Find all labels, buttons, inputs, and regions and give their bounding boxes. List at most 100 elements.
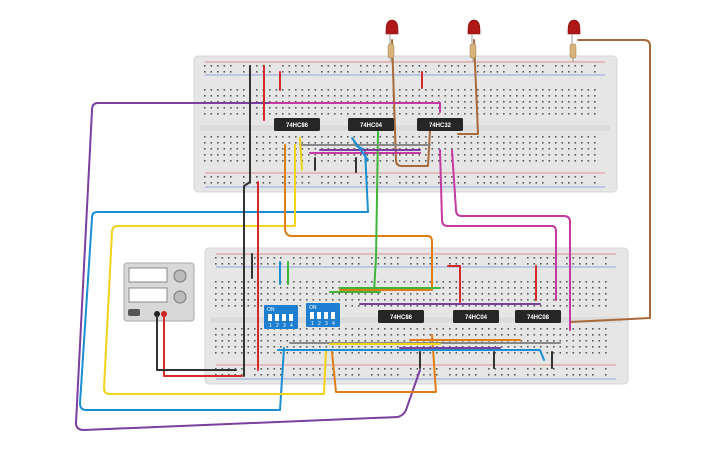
breadboard-hole[interactable] [444,65,447,67]
breadboard-hole[interactable] [542,136,544,138]
breadboard-hole[interactable] [468,368,471,370]
breadboard-hole[interactable] [221,281,224,283]
chip-bottom-middle[interactable]: 74HC04 [453,310,499,323]
breadboard-hole[interactable] [256,154,258,156]
breadboard-hole[interactable] [468,287,471,289]
breadboard-hole[interactable] [319,293,321,295]
breadboard-hole[interactable] [444,176,447,178]
breadboard-hole[interactable] [416,368,419,370]
breadboard-hole[interactable] [334,101,336,103]
breadboard-hole[interactable] [210,136,213,138]
breadboard-hole[interactable] [503,142,505,144]
led-2[interactable] [467,19,481,62]
breadboard-hole[interactable] [256,182,258,184]
breadboard-hole[interactable] [483,176,486,178]
breadboard-hole[interactable] [483,160,486,162]
breadboard-hole[interactable] [488,305,490,307]
breadboard-hole[interactable] [379,176,382,178]
breadboard-hole[interactable] [561,154,564,156]
breadboard-hole[interactable] [399,154,401,156]
breadboard-hole[interactable] [496,95,499,97]
breadboard-hole[interactable] [221,263,224,265]
breadboard-hole[interactable] [379,101,382,103]
breadboard-hole[interactable] [503,148,505,150]
breadboard-hole[interactable] [572,263,575,265]
breadboard-hole[interactable] [477,95,479,97]
breadboard-hole[interactable] [501,299,503,301]
breadboard-hole[interactable] [306,293,308,295]
wire-magenta-2[interactable] [451,149,571,331]
breadboard-hole[interactable] [503,89,505,91]
breadboard-hole[interactable] [540,368,542,370]
breadboard-hole[interactable] [312,334,315,336]
breadboard-hole[interactable] [572,305,575,307]
breadboard-hole[interactable] [598,293,601,295]
breadboard-hole[interactable] [442,334,445,336]
breadboard-hole[interactable] [503,95,505,97]
breadboard-hole[interactable] [592,334,594,336]
breadboard-hole[interactable] [514,328,516,330]
breadboard-hole[interactable] [286,287,289,289]
breadboard-hole[interactable] [425,113,427,115]
breadboard-hole[interactable] [559,340,562,342]
breadboard-hole[interactable] [308,89,310,91]
breadboard-hole[interactable] [384,334,386,336]
breadboard-hole[interactable] [247,352,250,354]
breadboard-hole[interactable] [481,334,484,336]
breadboard-hole[interactable] [553,340,555,342]
breadboard-hole[interactable] [334,113,336,115]
breadboard-hole[interactable] [228,368,230,370]
breadboard-hole[interactable] [546,346,549,348]
breadboard-hole[interactable] [295,142,297,144]
breadboard-hole[interactable] [379,107,382,109]
breadboard-hole[interactable] [312,374,315,376]
breadboard-hole[interactable] [436,374,438,376]
breadboard-hole[interactable] [416,328,419,330]
breadboard-hole[interactable] [457,176,460,178]
breadboard-hole[interactable] [260,287,263,289]
breadboard-hole[interactable] [542,107,544,109]
breadboard-hole[interactable] [455,257,458,259]
breadboard-hole[interactable] [241,374,243,376]
breadboard-hole[interactable] [464,89,466,91]
breadboard-hole[interactable] [325,346,328,348]
breadboard-hole[interactable] [301,89,304,91]
breadboard-hole[interactable] [410,334,412,336]
breadboard-hole[interactable] [410,328,412,330]
breadboard-hole[interactable] [269,136,271,138]
breadboard-hole[interactable] [418,136,421,138]
breadboard-hole[interactable] [390,328,393,330]
breadboard-hole[interactable] [243,136,245,138]
breadboard-hole[interactable] [332,374,334,376]
breadboard-hole[interactable] [574,107,577,109]
breadboard-hole[interactable] [215,352,217,354]
breadboard-hole[interactable] [327,136,330,138]
wire-purple-long[interactable] [75,102,421,431]
breadboard-hole[interactable] [364,299,367,301]
breadboard-hole[interactable] [540,293,542,295]
breadboard-hole[interactable] [442,287,445,289]
breadboard-hole[interactable] [204,148,206,150]
breadboard-hole[interactable] [373,101,375,103]
breadboard-hole[interactable] [535,148,538,150]
breadboard-hole[interactable] [542,154,544,156]
breadboard-hole[interactable] [308,154,310,156]
breadboard-hole[interactable] [418,107,421,109]
breadboard-hole[interactable] [386,101,388,103]
breadboard-hole[interactable] [598,352,601,354]
breadboard-hole[interactable] [546,263,549,265]
breadboard-hole[interactable] [464,182,466,184]
breadboard-hole[interactable] [455,281,458,283]
breadboard-hole[interactable] [223,107,226,109]
breadboard-hole[interactable] [223,160,226,162]
breadboard-hole[interactable] [574,148,577,150]
breadboard-hole[interactable] [210,160,213,162]
breadboard-hole[interactable] [217,89,219,91]
breadboard-hole[interactable] [444,101,447,103]
breadboard-hole[interactable] [217,142,219,144]
breadboard-hole[interactable] [340,182,343,184]
breadboard-hole[interactable] [468,257,471,259]
breadboard-hole[interactable] [592,352,594,354]
breadboard-hole[interactable] [535,107,538,109]
breadboard-hole[interactable] [449,299,451,301]
